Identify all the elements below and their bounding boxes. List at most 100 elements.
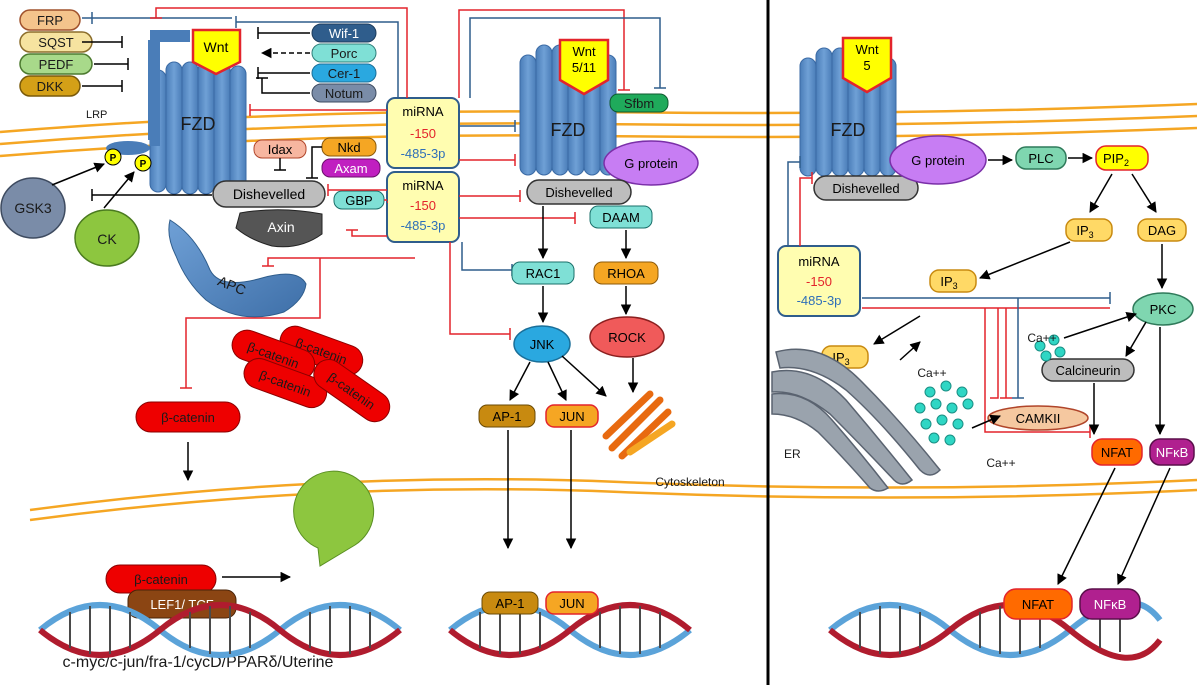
- svg-text:DAG: DAG: [1148, 223, 1176, 238]
- svg-text:DKK: DKK: [37, 79, 64, 94]
- idax-nkd-inhibit-lines: [274, 146, 322, 179]
- svg-text:RAC1: RAC1: [526, 266, 561, 281]
- nfat-node-cytoplasm: NFAT: [1091, 438, 1143, 466]
- pkc-node: PKC: [1132, 292, 1194, 326]
- svg-text:PEDF: PEDF: [39, 57, 74, 72]
- dishevelled-calcium: Dishevelled: [813, 175, 919, 201]
- wnt-ligand-canonical: Wnt: [191, 28, 242, 76]
- svg-text:-485-3p: -485-3p: [797, 293, 842, 308]
- antagonist-sqst: SQST: [19, 31, 93, 53]
- jnk-node: JNK: [513, 325, 571, 363]
- svg-text:JUN: JUN: [559, 596, 584, 611]
- camkii-node: CAMKII: [987, 405, 1089, 431]
- svg-text:NFAT: NFAT: [1022, 597, 1054, 612]
- svg-text:Sfbm: Sfbm: [624, 96, 654, 111]
- svg-text:JUN: JUN: [559, 409, 584, 424]
- transcription-pacman: [293, 470, 375, 567]
- nkd-node: Nkd: [321, 137, 377, 157]
- svg-text:-485-3p: -485-3p: [401, 218, 446, 233]
- svg-text:Dishevelled: Dishevelled: [832, 181, 899, 196]
- dna-canonical: [38, 602, 402, 658]
- gbp-node: GBP: [333, 190, 385, 210]
- ip3-node-2: IP3: [929, 269, 977, 293]
- svg-text:SQST: SQST: [38, 35, 73, 50]
- antagonist-pedf: PEDF: [19, 53, 93, 75]
- nuclear-membrane: [29, 477, 1197, 522]
- jun-node-cytoplasm: JUN: [545, 404, 599, 428]
- g-protein-calcium: G protein: [889, 135, 987, 185]
- g-protein-pcp: G protein: [603, 140, 699, 186]
- jun-node-nuclear: JUN: [545, 591, 599, 615]
- dishevelled-pcp: Dishevelled: [526, 179, 632, 205]
- pcp-arrows: [502, 206, 639, 550]
- axin-node: Axin: [235, 209, 323, 248]
- svg-text:CK: CK: [97, 231, 117, 247]
- svg-text:IP3: IP3: [1076, 223, 1093, 240]
- svg-text:GSK3: GSK3: [14, 200, 52, 216]
- calcium-label-3: Ca++: [1027, 331, 1056, 345]
- beta-catenin-nuclear: β-catenin: [105, 564, 217, 594]
- wnt-5-label-line2: 5: [863, 58, 870, 73]
- svg-text:-150: -150: [410, 126, 436, 141]
- phospho-marker-1: P: [104, 148, 122, 166]
- rhoa-node: RHOA: [593, 261, 659, 285]
- svg-text:NFκB: NFκB: [1156, 445, 1189, 460]
- ck-node: CK: [74, 209, 140, 267]
- beta-catenin-cluster: β-catenin β-catenin β-catenin β-catenin: [231, 325, 391, 423]
- antagonist-frp: FRP: [19, 9, 81, 31]
- svg-text:G protein: G protein: [624, 156, 677, 171]
- rac1-node: RAC1: [511, 261, 575, 285]
- wnt-ligand-pcp: Wnt 5/11: [558, 38, 610, 96]
- inhibitor-wif1: Wif-1: [311, 23, 377, 43]
- antagonist-inhibit-lines: [82, 36, 129, 92]
- mirna-inhibit-lines: [150, 7, 1111, 438]
- inhibitor-notum: Notum: [311, 83, 377, 103]
- calcium-label-2: Ca++: [986, 456, 1015, 470]
- dishevelled-canonical: Dishevelled: [212, 180, 326, 208]
- svg-text:miRNA: miRNA: [798, 254, 839, 269]
- gsk3-node: GSK3: [0, 177, 66, 239]
- ap1-node-nuclear: AP-1: [481, 591, 539, 615]
- svg-text:PLC: PLC: [1028, 151, 1053, 166]
- svg-text:NFAT: NFAT: [1101, 445, 1133, 460]
- inhibitor-porc: Porc: [311, 43, 377, 63]
- svg-text:Axam: Axam: [334, 161, 367, 176]
- svg-text:P: P: [110, 153, 117, 164]
- pip2-node: PIP2: [1095, 145, 1149, 171]
- lrp-label: LRP: [86, 109, 107, 121]
- daam-node: DAAM: [589, 205, 653, 229]
- er-label: ER: [784, 447, 801, 461]
- nfkb-node-nuclear: NFκB: [1079, 588, 1141, 620]
- svg-text:JNK: JNK: [530, 337, 555, 352]
- cytoskeleton-icon: [602, 390, 676, 460]
- svg-text:G protein: G protein: [911, 153, 964, 168]
- ap1-node-cytoplasm: AP-1: [478, 404, 536, 428]
- svg-text:CAMKII: CAMKII: [1016, 411, 1061, 426]
- svg-text:miRNA: miRNA: [402, 178, 443, 193]
- svg-text:PKC: PKC: [1150, 302, 1177, 317]
- svg-text:-485-3p: -485-3p: [401, 146, 446, 161]
- svg-text:PIP2: PIP2: [1103, 151, 1129, 168]
- svg-text:NFκB: NFκB: [1094, 597, 1127, 612]
- target-genes-label: c-myc/c-jun/fra-1/cycD/PPARδ/Uterine: [63, 654, 334, 671]
- svg-text:AP-1: AP-1: [496, 596, 525, 611]
- fzd-receptor-canonical: FZD: [149, 61, 247, 195]
- svg-text:miRNA: miRNA: [402, 104, 443, 119]
- svg-text:Axin: Axin: [267, 219, 294, 235]
- wnt-ligand-calcium: Wnt 5: [841, 36, 893, 94]
- svg-text:IP3: IP3: [940, 274, 957, 291]
- svg-text:Nkd: Nkd: [337, 140, 360, 155]
- er-organelle: [771, 348, 942, 492]
- calcium-arrows: [873, 152, 1171, 585]
- sfbm-node: Sfbm: [609, 93, 669, 113]
- svg-text:Wif-1: Wif-1: [329, 26, 359, 41]
- calcium-ion-dots: [914, 334, 1066, 446]
- svg-text:P: P: [140, 159, 147, 170]
- wnt-label-canonical: Wnt: [204, 39, 229, 55]
- wnt-5-11-label-line1: Wnt: [572, 44, 596, 59]
- svg-text:Dishevelled: Dishevelled: [545, 185, 612, 200]
- fzd-label-canonical: FZD: [181, 114, 216, 134]
- svg-text:Cer-1: Cer-1: [328, 66, 361, 81]
